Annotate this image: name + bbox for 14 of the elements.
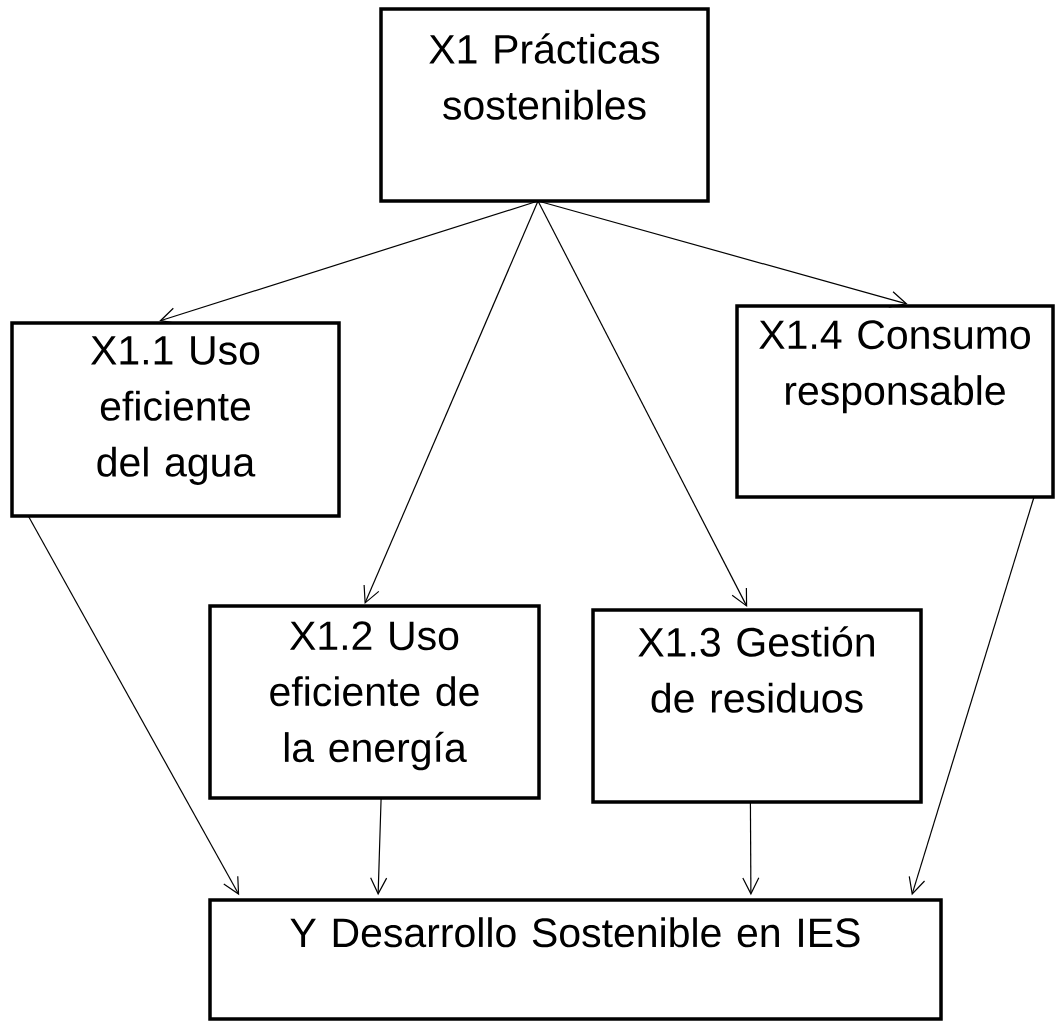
process-box: X1.2 Uso eficiente de la energía	[208, 604, 541, 800]
process-box: X1.1 Uso eficiente del agua	[10, 321, 341, 518]
arrow	[908, 496, 1035, 896]
arrow	[537, 200, 748, 608]
arrow	[370, 797, 388, 896]
arrow	[159, 200, 539, 325]
process-box: Y Desarrollo Sostenible en IES	[208, 898, 943, 1021]
arrow	[537, 200, 908, 308]
arrow	[742, 801, 760, 896]
process-box: X1.4 Consumo responsable	[735, 304, 1055, 499]
arrow	[363, 200, 539, 605]
process-box: X1.3 Gestión de residuos	[591, 608, 923, 804]
arrow	[27, 515, 240, 896]
process-box: X1 Prácticas sostenibles	[379, 7, 710, 203]
